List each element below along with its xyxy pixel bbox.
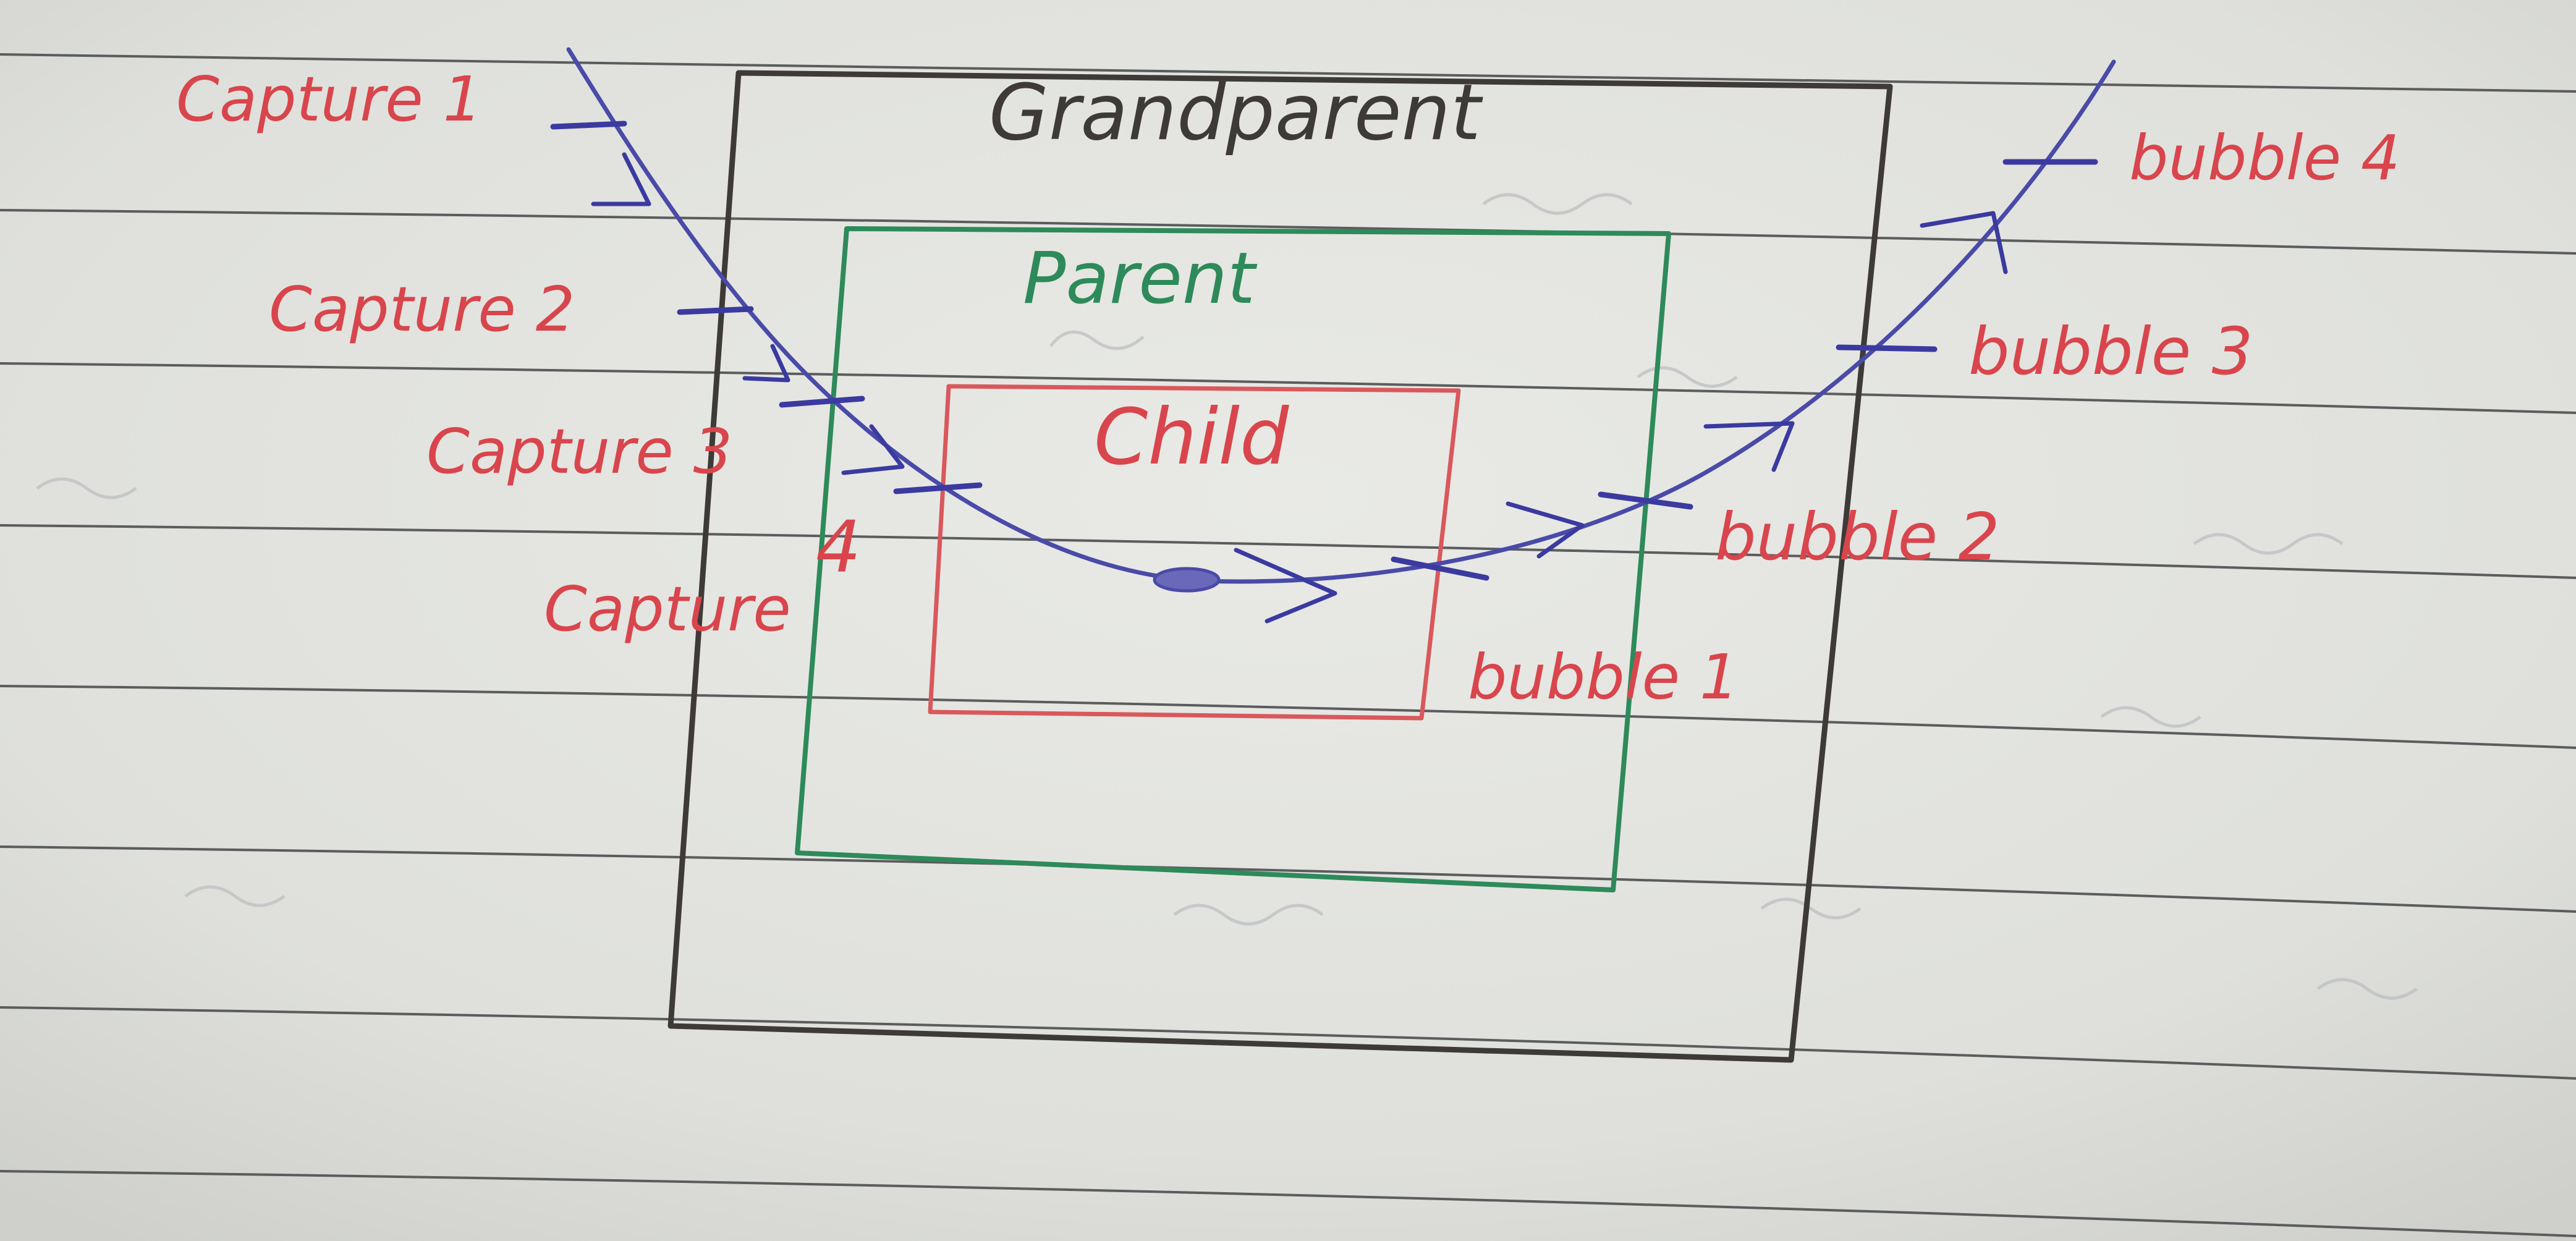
- bubble-ticks: [1391, 159, 2098, 581]
- grandparent-box: [667, 70, 1893, 1063]
- capture-label-4-number: 4: [816, 506, 861, 589]
- bubble-1-tick: [1391, 556, 1489, 581]
- rule-line: [0, 209, 2576, 255]
- rule-line: [0, 1170, 2576, 1237]
- rule-line: [0, 685, 2576, 749]
- arrow-icon: [1703, 421, 1795, 472]
- bleed-through-scribbles: [36, 193, 2418, 1000]
- rule-line: [0, 362, 2576, 414]
- child-title: Child: [1094, 392, 1289, 482]
- grandparent-title: Grandparent: [989, 68, 1483, 158]
- bubble-label-1: bubble 1: [1468, 641, 1739, 713]
- bubble-3-tick: [1836, 344, 1938, 352]
- rule-line: [0, 845, 2576, 913]
- arrow-icon: [591, 152, 651, 206]
- capture-4-tick: [893, 482, 983, 494]
- target-node-icon: [1153, 567, 1221, 593]
- capture-2-tick: [677, 306, 754, 315]
- rule-line: [0, 524, 2576, 579]
- capture-1-tick: [550, 121, 627, 130]
- capture-label-3: Capture 3: [426, 415, 732, 488]
- capture-3-tick: [779, 396, 865, 408]
- bubble-label-2: bubble 2: [1715, 499, 1999, 575]
- capture-label-2: Capture 2: [269, 273, 575, 345]
- child-box: [928, 384, 1461, 721]
- bubble-label-3: bubble 3: [1968, 314, 2253, 389]
- direction-arrows: [591, 152, 2008, 624]
- bubble-2-tick: [1598, 491, 1693, 510]
- capture-label-4: Capture: [544, 573, 791, 645]
- arrow-icon: [1920, 211, 2008, 274]
- arrow-icon: [841, 424, 905, 475]
- capture-label-1: Capture 1: [176, 63, 482, 135]
- arrow-icon: [742, 344, 790, 383]
- parent-title: Parent: [1023, 237, 1258, 320]
- arrow-icon: [1506, 501, 1585, 559]
- rule-line: [0, 1006, 2576, 1080]
- parent-box: [795, 226, 1671, 892]
- arrow-icon: [1234, 548, 1337, 624]
- bubble-label-4: bubble 4: [2129, 122, 2400, 194]
- capture-ticks: [550, 121, 983, 494]
